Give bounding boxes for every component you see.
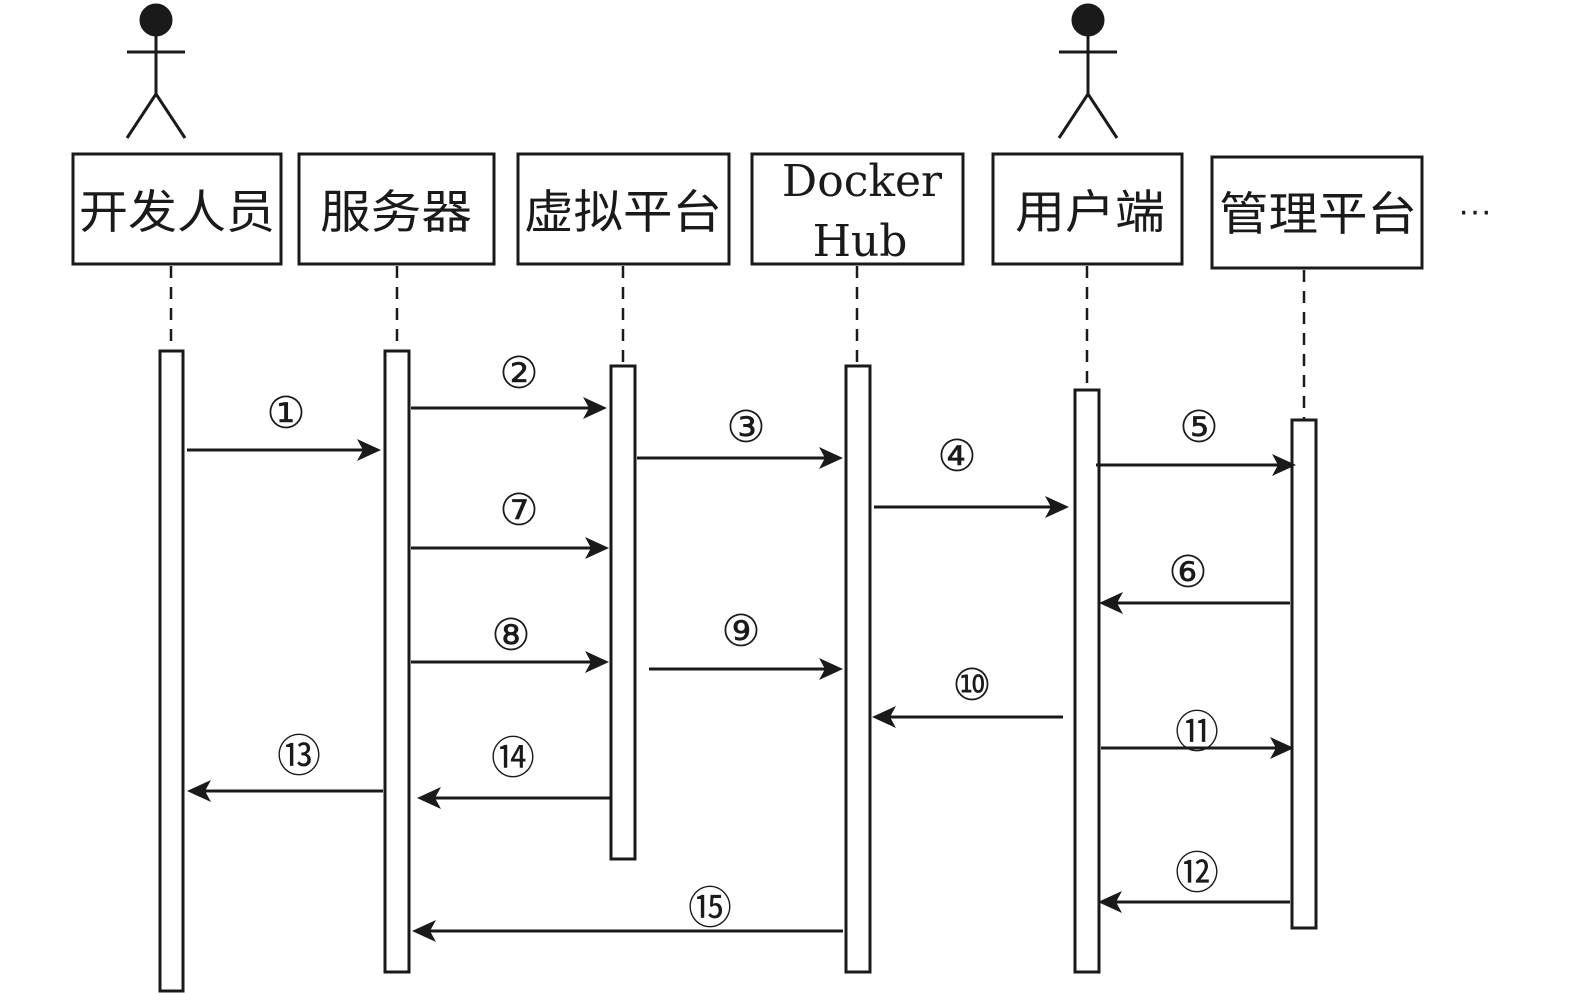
participant-developer: 开发人员 bbox=[71, 152, 283, 266]
message-label: ⑮ bbox=[688, 884, 732, 933]
message-7: ⑦ bbox=[411, 486, 609, 559]
message-1: ① bbox=[187, 389, 381, 461]
message-14: ⑭ bbox=[417, 734, 611, 809]
arrowhead-icon bbox=[819, 658, 843, 680]
arrowhead-icon bbox=[819, 447, 843, 469]
arrowhead-icon bbox=[412, 920, 436, 942]
message-label: ⑦ bbox=[499, 486, 538, 535]
arrowhead-icon bbox=[417, 787, 441, 809]
message-label: ⑥ bbox=[1168, 548, 1207, 597]
participant-label: 管理平台 bbox=[1219, 187, 1417, 241]
arrowhead-icon bbox=[585, 651, 609, 673]
participant-server: 服务器 bbox=[297, 152, 496, 266]
message-label: ⑧ bbox=[491, 611, 530, 660]
arrowhead-icon bbox=[187, 780, 211, 802]
activation-docker-hub bbox=[844, 364, 872, 974]
arrowhead-icon bbox=[1272, 454, 1296, 476]
message-label: ② bbox=[499, 349, 538, 398]
message-label: ③ bbox=[726, 403, 765, 452]
message-9: ⑨ bbox=[649, 607, 843, 680]
message-15: ⑮ bbox=[412, 884, 843, 942]
arrowhead-icon bbox=[585, 537, 609, 559]
participant-docker-hub: Docker Hub bbox=[750, 152, 965, 267]
arrowhead-icon bbox=[1270, 737, 1294, 759]
activation-developer bbox=[158, 349, 185, 993]
message-11: ⑪ bbox=[1101, 708, 1294, 759]
message-5: ⑤ bbox=[1096, 403, 1296, 476]
activation-server bbox=[383, 349, 411, 974]
message-3: ③ bbox=[637, 403, 843, 469]
message-label: ④ bbox=[937, 432, 976, 481]
activation-virtual-platform bbox=[609, 364, 637, 861]
user-actor-icon bbox=[1057, 3, 1119, 139]
arrowhead-icon bbox=[1099, 592, 1123, 614]
activation-management-platform bbox=[1290, 418, 1318, 930]
arrowhead-icon bbox=[1098, 891, 1122, 913]
participant-label-line-2: Hub bbox=[813, 216, 908, 267]
message-label: ⑤ bbox=[1179, 403, 1218, 452]
developer-actor-icon bbox=[125, 3, 187, 139]
participant-label: 服务器 bbox=[320, 185, 472, 239]
message-4: ④ bbox=[874, 432, 1069, 518]
participant-label: 开发人员 bbox=[79, 185, 275, 239]
participant-virtual-platform: 虚拟平台 bbox=[516, 152, 731, 266]
message-10: ⑩ bbox=[872, 661, 1063, 728]
message-label: ⑫ bbox=[1175, 849, 1219, 898]
arrowhead-icon bbox=[872, 706, 896, 728]
arrowhead-icon bbox=[583, 397, 607, 419]
arrowhead-icon bbox=[1045, 496, 1069, 518]
message-label: ① bbox=[266, 389, 305, 438]
message-label: ⑭ bbox=[491, 734, 535, 783]
messages: ① ② ③ ④ ⑤ ⑥ ⑦ ⑧ ⑨ ⑩ ⑪ ⑫ ⑬ ⑭ ⑮ bbox=[187, 349, 1296, 942]
message-label: ⑬ bbox=[277, 732, 321, 781]
message-label: ⑨ bbox=[721, 607, 760, 656]
message-13: ⑬ bbox=[187, 732, 383, 802]
participant-management-platform: 管理平台 bbox=[1210, 155, 1424, 270]
message-6: ⑥ bbox=[1099, 548, 1290, 614]
participant-client: 用户端 bbox=[991, 152, 1184, 266]
message-label: ⑩ bbox=[952, 661, 991, 710]
message-label: ⑪ bbox=[1175, 708, 1219, 757]
message-2: ② bbox=[411, 349, 607, 419]
more-participants-ellipsis: ··· bbox=[1458, 192, 1492, 230]
arrowhead-icon bbox=[357, 439, 381, 461]
participant-label-line-1: Docker bbox=[782, 156, 943, 207]
activation-client bbox=[1073, 388, 1101, 974]
participant-label: 用户端 bbox=[1015, 185, 1165, 239]
participant-label: 虚拟平台 bbox=[524, 185, 722, 239]
message-12: ⑫ bbox=[1098, 849, 1290, 913]
message-8: ⑧ bbox=[411, 611, 609, 673]
